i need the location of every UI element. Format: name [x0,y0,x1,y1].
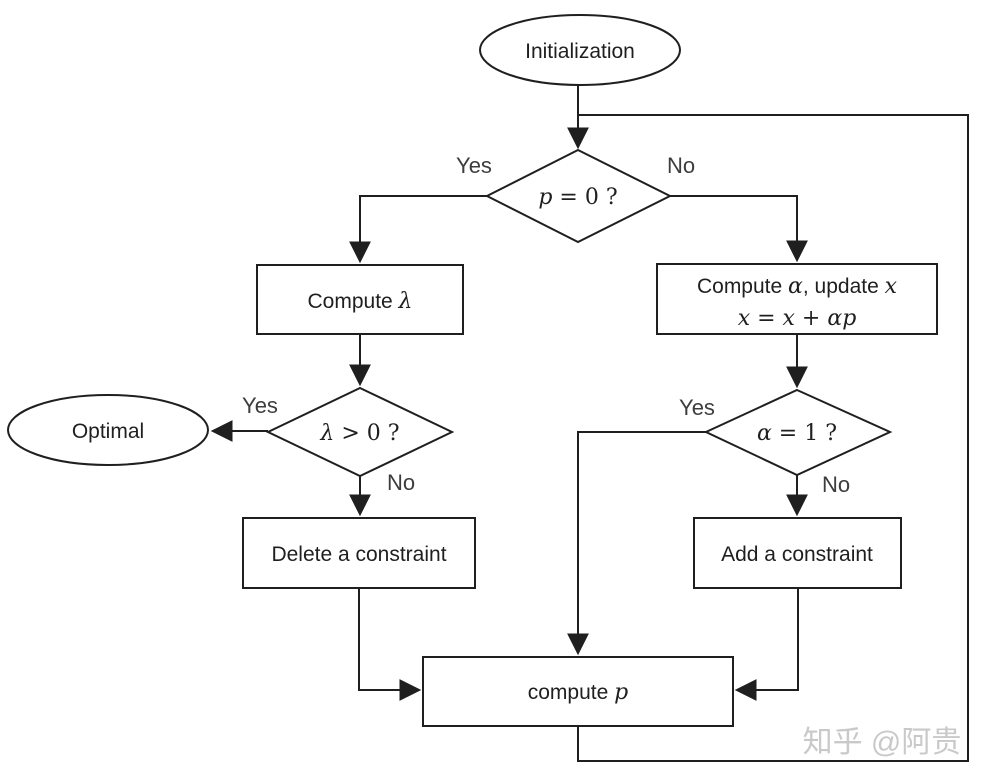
edge-delete-constraint-to-compute-p [358,588,422,701]
node-p-eq-0-shape [484,148,673,244]
node-delete-constraint-shape [242,517,476,589]
node-compute-alpha-shape [656,263,938,335]
node-compute-lambda-shape [256,264,464,335]
node-add-constraint-label: Add a constraint [721,543,873,566]
edge-compute-p-to-p-eq-0-loop [577,114,969,762]
edge-label-alpha-eq-1-yes: Yes [679,395,715,420]
node-optimal-shape [7,394,209,466]
node-compute-alpha-label-line1: Compute α, update x [697,274,898,299]
node-initialization-label: Initialization [525,40,635,63]
node-optimal-label: Optimal [72,420,144,443]
edge-p-eq-0-no-to-compute-alpha [670,195,808,263]
edge-alpha-eq-1-yes-to-compute-p [567,431,706,656]
node-p-eq-0-label: p = 0 ? [538,185,617,210]
node-initialization-shape [479,14,681,86]
node-lambda-gt-0-label: λ > 0 ? [319,421,399,446]
watermark-zhihu: 知乎 @阿贵 [803,726,962,759]
node-alpha-eq-1-label: α = 1 ? [757,421,837,446]
edge-label-lambda-gt-0-yes: Yes [242,393,278,418]
edge-label-p-eq-0-no: No [667,153,695,178]
node-add-constraint-shape [693,517,902,589]
node-compute-p-label: compute p [528,680,628,705]
node-delete-constraint-label: Delete a constraint [271,543,446,566]
node-compute-alpha-label-line2: x = x + αp [738,306,857,331]
edge-label-alpha-eq-1-no: No [822,472,850,497]
edge-label-lambda-gt-0-no: No [387,470,415,495]
edge-add-constraint-to-compute-p [734,588,799,701]
edge-p-eq-0-yes-to-compute-lambda [349,195,487,264]
node-compute-lambda-label: Compute λ [308,289,413,314]
node-compute-p-shape [422,656,734,727]
node-alpha-eq-1-shape [703,388,893,477]
edge-label-p-eq-0-yes: Yes [456,153,492,178]
node-lambda-gt-0-shape [265,386,455,478]
